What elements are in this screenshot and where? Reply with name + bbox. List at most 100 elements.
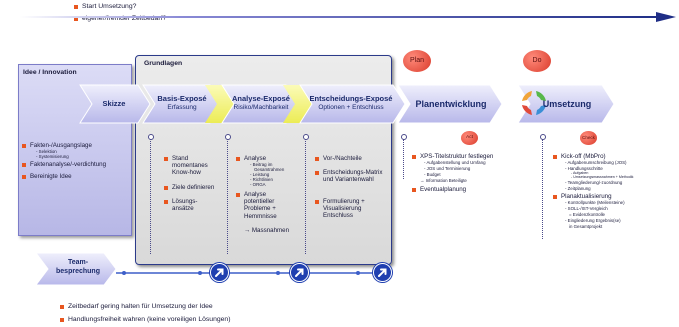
col2-sub-1: - Beitrag im <box>250 162 273 167</box>
analyse-expose-title: Analyse-Exposé <box>232 94 290 103</box>
do-sub-3: - Aufgaben <box>571 171 589 175</box>
plan-title: Planentwicklung <box>415 99 487 109</box>
idee-item-1-sub-1: - Selektion <box>36 149 57 154</box>
skizze-label: Skizze <box>102 99 126 108</box>
plan-item-2: Eventualplanung <box>420 186 467 193</box>
do-item-1: Kick-off (MbPro) <box>561 153 606 160</box>
plan-sub-2: - JOS und Terminierung <box>424 166 471 171</box>
diagonal-arrow-icon <box>295 268 304 277</box>
plan-bullet-1 <box>412 155 416 159</box>
col2-analyse: Analyse <box>244 155 267 162</box>
col2-analyse-2: Analyse potentieller Probleme + Hemmniss… <box>244 191 277 220</box>
diagonal-arrow-icon <box>378 268 387 277</box>
idee-item-1: Fakten-/Ausgangslage <box>30 142 92 149</box>
team-label-2: besprechung <box>56 268 100 275</box>
do-bullet-1 <box>553 155 557 159</box>
pdca-cycle-icon <box>522 91 546 115</box>
do-badge <box>523 50 551 72</box>
col3-bullet-1 <box>315 157 319 161</box>
do-bullet-2 <box>553 195 557 199</box>
col2-connector <box>225 134 231 140</box>
act-badge-label: Act <box>466 135 473 140</box>
plan-connector <box>401 134 407 140</box>
do-connector <box>540 134 546 140</box>
col2-line <box>227 139 228 254</box>
col1-connector <box>148 134 154 140</box>
col3-connector <box>303 134 309 140</box>
do-sub-1: - Aufgabenumschreibung (JOS) <box>565 160 627 165</box>
col1-bullet-2 <box>164 186 168 190</box>
col3-line <box>305 139 306 254</box>
grundlagen-title: Grundlagen <box>144 60 183 67</box>
col2-sub-2: Gesamtrahmen <box>254 167 285 172</box>
do-sub-2: - Handlungsschritte <box>565 166 603 171</box>
do-sub-10: - Eingliederung Ergebnis(se) <box>565 218 621 223</box>
do-sub-8: - SOLL-/IST-Vergleich <box>565 206 608 211</box>
col3-bullet-2 <box>315 171 319 175</box>
team-arrow-button-2[interactable] <box>290 263 309 282</box>
plan-sub-4: → Information Beteiligte <box>420 178 467 183</box>
col3-bullet-3 <box>315 200 319 204</box>
basis-expose-title: Basis-Exposé <box>157 94 207 103</box>
header-line-2: eigener/fremder Zeitbedarf? <box>82 15 167 22</box>
do-sub-9: = Evidenzkontrolle <box>569 212 605 217</box>
basis-expose-subtitle: Erfassung <box>167 104 197 111</box>
plan-bullet-2 <box>412 188 416 192</box>
col2-massnahmen: → Massnahmen <box>244 227 290 234</box>
idee-title: Idee / Innovation <box>23 69 77 76</box>
footer-bullet-1 <box>60 305 64 309</box>
col1-bullet-1 <box>164 157 168 161</box>
plan-chevron <box>397 84 503 124</box>
col1-line <box>150 139 151 254</box>
do-sub-5: - Teamgliederung/-zuordnung <box>565 180 623 185</box>
diagonal-arrow-icon <box>215 268 224 277</box>
header-bullet-1 <box>74 5 78 9</box>
col1-item-2: Ziele definieren <box>172 184 215 191</box>
col1-item-3: Lösungs-ansätze <box>172 198 198 213</box>
plan-badge-label: Plan <box>409 57 424 64</box>
col2-bullet-2 <box>236 193 240 197</box>
skizze-chevron <box>79 84 151 124</box>
idee-item-2: Faktenanalyse/-verdichtung <box>30 161 107 168</box>
plan-badge <box>403 50 431 72</box>
col2-sub-5: - ORGA <box>250 182 266 187</box>
do-item-2: Planaktualisierung <box>561 193 612 200</box>
idee-bullet-2 <box>22 163 26 167</box>
header-bullet-2 <box>74 17 78 21</box>
idee-item-3: Bereinigte Idee <box>30 173 72 180</box>
team-chevron <box>35 252 117 286</box>
timeline-arrow <box>20 12 676 22</box>
col1-bullet-3 <box>164 200 168 204</box>
entscheidung-chevron <box>299 84 406 124</box>
check-badge-label: Check <box>582 135 595 140</box>
idee-bullet-1 <box>22 144 26 148</box>
header-line-1: Start Umsetzung? <box>82 3 137 10</box>
idee-bullet-3 <box>22 175 26 179</box>
entscheidungs-expose-title: Entscheidungs-Exposé <box>309 94 393 103</box>
connector-1 <box>205 85 234 123</box>
footer-line-1: Zeitbedarf gering halten für Umsetzung d… <box>68 303 213 310</box>
team-label-1: Team- <box>67 259 89 266</box>
team-arrow-button-3[interactable] <box>373 263 392 282</box>
col2-sub-3: - Leistung <box>250 172 270 177</box>
plan-sub-3: - Budget <box>424 172 441 177</box>
plan-line <box>403 139 404 179</box>
do-badge-label: Do <box>532 57 542 64</box>
plan-item-1: XPS-Titelstruktur festlegen <box>420 153 494 160</box>
col3-item-1: Vor-/Nachteile <box>323 155 362 162</box>
plan-sub-1: - Aufgabenstellung und Umfang <box>424 160 486 165</box>
check-badge <box>580 131 597 145</box>
do-sub-6: - Zeitplanung <box>565 186 591 191</box>
entscheidungs-expose-subtitle: Optionen + Entschluss <box>318 104 384 111</box>
analyse-expose-subtitle: Risiko/Machbarkeit <box>233 104 289 111</box>
do-sub-7: - Kontrollpunkte (Meilensteine) <box>565 200 625 205</box>
footer-bullet-2 <box>60 318 64 322</box>
do-line <box>542 139 543 239</box>
col2-sub-4: - Richtlinien <box>250 177 273 182</box>
col1-item-1: Stand momentanes Know-how <box>172 155 208 177</box>
act-badge <box>461 131 478 145</box>
col2-bullet-1 <box>236 157 240 161</box>
team-arrow-button-1[interactable] <box>210 263 229 282</box>
umsetzung-title: Umsetzung <box>542 99 592 109</box>
